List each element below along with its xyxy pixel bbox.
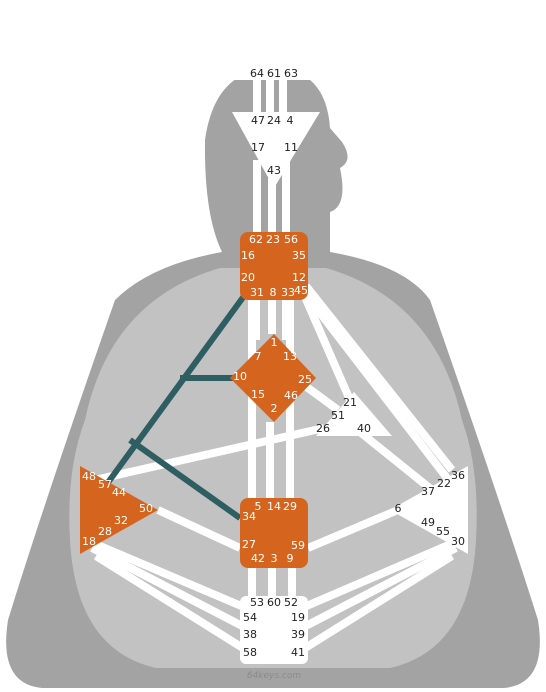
ajna-center[interactable]	[232, 112, 320, 188]
channel-line	[156, 506, 242, 552]
gate-58-label: 58	[243, 646, 257, 659]
gate-36-label: 36	[451, 469, 465, 482]
channel-line	[302, 283, 456, 473]
gate-34-label: 34	[242, 510, 256, 523]
gate-5-label: 5	[255, 500, 262, 513]
gate-49-label: 49	[421, 516, 435, 529]
gate-42-label: 42	[251, 552, 265, 565]
gate-3-label: 3	[271, 552, 278, 565]
gate-11-label: 11	[284, 141, 298, 154]
gate-43-label: 43	[267, 164, 281, 177]
throat-center[interactable]	[240, 232, 308, 300]
gate-7-label: 7	[255, 350, 262, 363]
channel-defined-line	[101, 294, 247, 490]
gate-17-label: 17	[251, 141, 265, 154]
spleen-center[interactable]	[80, 466, 158, 554]
gate-51-label: 51	[331, 409, 345, 422]
gate-33-label: 33	[281, 286, 295, 299]
solar-plexus-center[interactable]	[390, 466, 468, 554]
gate-24-label: 24	[267, 114, 281, 127]
channel-line	[93, 552, 249, 654]
gate-16-label: 16	[241, 249, 255, 262]
heart-center[interactable]	[316, 392, 392, 436]
gate-30-label: 30	[451, 535, 465, 548]
sacral-center[interactable]	[240, 498, 308, 568]
gate-45-label: 45	[294, 284, 308, 297]
gate-2-label: 2	[271, 402, 278, 415]
gate-8-label: 8	[270, 286, 277, 299]
root-center[interactable]	[240, 596, 308, 664]
gate-10-label: 10	[233, 370, 247, 383]
gate-59-label: 59	[291, 539, 305, 552]
gate-46-label: 46	[284, 389, 298, 402]
gate-14-label: 14	[267, 500, 281, 513]
gate-40-label: 40	[357, 422, 371, 435]
channel-line	[298, 288, 354, 402]
gate-52-label: 52	[284, 596, 298, 609]
channel-line	[84, 536, 248, 612]
gate-57-label: 57	[98, 478, 112, 491]
centers-layer	[80, 6, 468, 664]
gate-54-label: 54	[243, 611, 257, 624]
gate-26-label: 26	[316, 422, 330, 435]
gate-4-label: 4	[287, 114, 294, 127]
channel-line	[300, 289, 454, 485]
gate-64-label: 64	[250, 67, 264, 80]
gate-15-label: 15	[251, 388, 265, 401]
gate-44-label: 44	[112, 486, 126, 499]
gate-35-label: 35	[292, 249, 306, 262]
gate-62-label: 62	[249, 233, 263, 246]
gate-32-label: 32	[114, 514, 128, 527]
watermark: 64keys.com	[247, 671, 302, 681]
gate-9-label: 9	[287, 552, 294, 565]
gate-28-label: 28	[98, 525, 112, 538]
gate-13-label: 13	[283, 350, 297, 363]
head-center[interactable]	[232, 6, 318, 80]
gate-39-label: 39	[291, 628, 305, 641]
gate-47-label: 47	[251, 114, 265, 127]
gate-27-label: 27	[242, 538, 256, 551]
gate-50-label: 50	[139, 502, 153, 515]
channel-line	[300, 536, 462, 612]
gate-63-label: 63	[284, 67, 298, 80]
gate-41-label: 41	[291, 646, 305, 659]
channel-line	[357, 428, 435, 494]
channel-line	[85, 424, 325, 486]
channel-line	[306, 506, 400, 552]
gate-55-label: 55	[436, 525, 450, 538]
gate-56-label: 56	[284, 233, 298, 246]
gate-60-label: 60	[267, 596, 281, 609]
gate-53-label: 53	[250, 596, 264, 609]
channel-defined-line	[128, 437, 242, 521]
gate-31-label: 31	[250, 286, 264, 299]
gate-19-label: 19	[291, 611, 305, 624]
channel-line	[300, 544, 458, 632]
gate-12-label: 12	[292, 271, 306, 284]
gate-29-label: 29	[283, 500, 297, 513]
gate-18-label: 18	[82, 535, 96, 548]
gate-21-label: 21	[343, 396, 357, 409]
g-center[interactable]	[230, 334, 316, 422]
gate-37-label: 37	[421, 485, 435, 498]
gate-23-label: 23	[266, 233, 280, 246]
channels-layer	[84, 80, 462, 654]
channel-line	[90, 544, 248, 632]
gate-20-label: 20	[241, 271, 255, 284]
gate-61-label: 61	[267, 67, 281, 80]
gate-1-label: 1	[271, 336, 278, 349]
gate-22-label: 22	[437, 477, 451, 490]
gate-25-label: 25	[298, 373, 312, 386]
channel-line	[299, 552, 455, 654]
gate-38-label: 38	[243, 628, 257, 641]
gate-6-label: 6	[395, 502, 402, 515]
gate-48-label: 48	[82, 470, 96, 483]
